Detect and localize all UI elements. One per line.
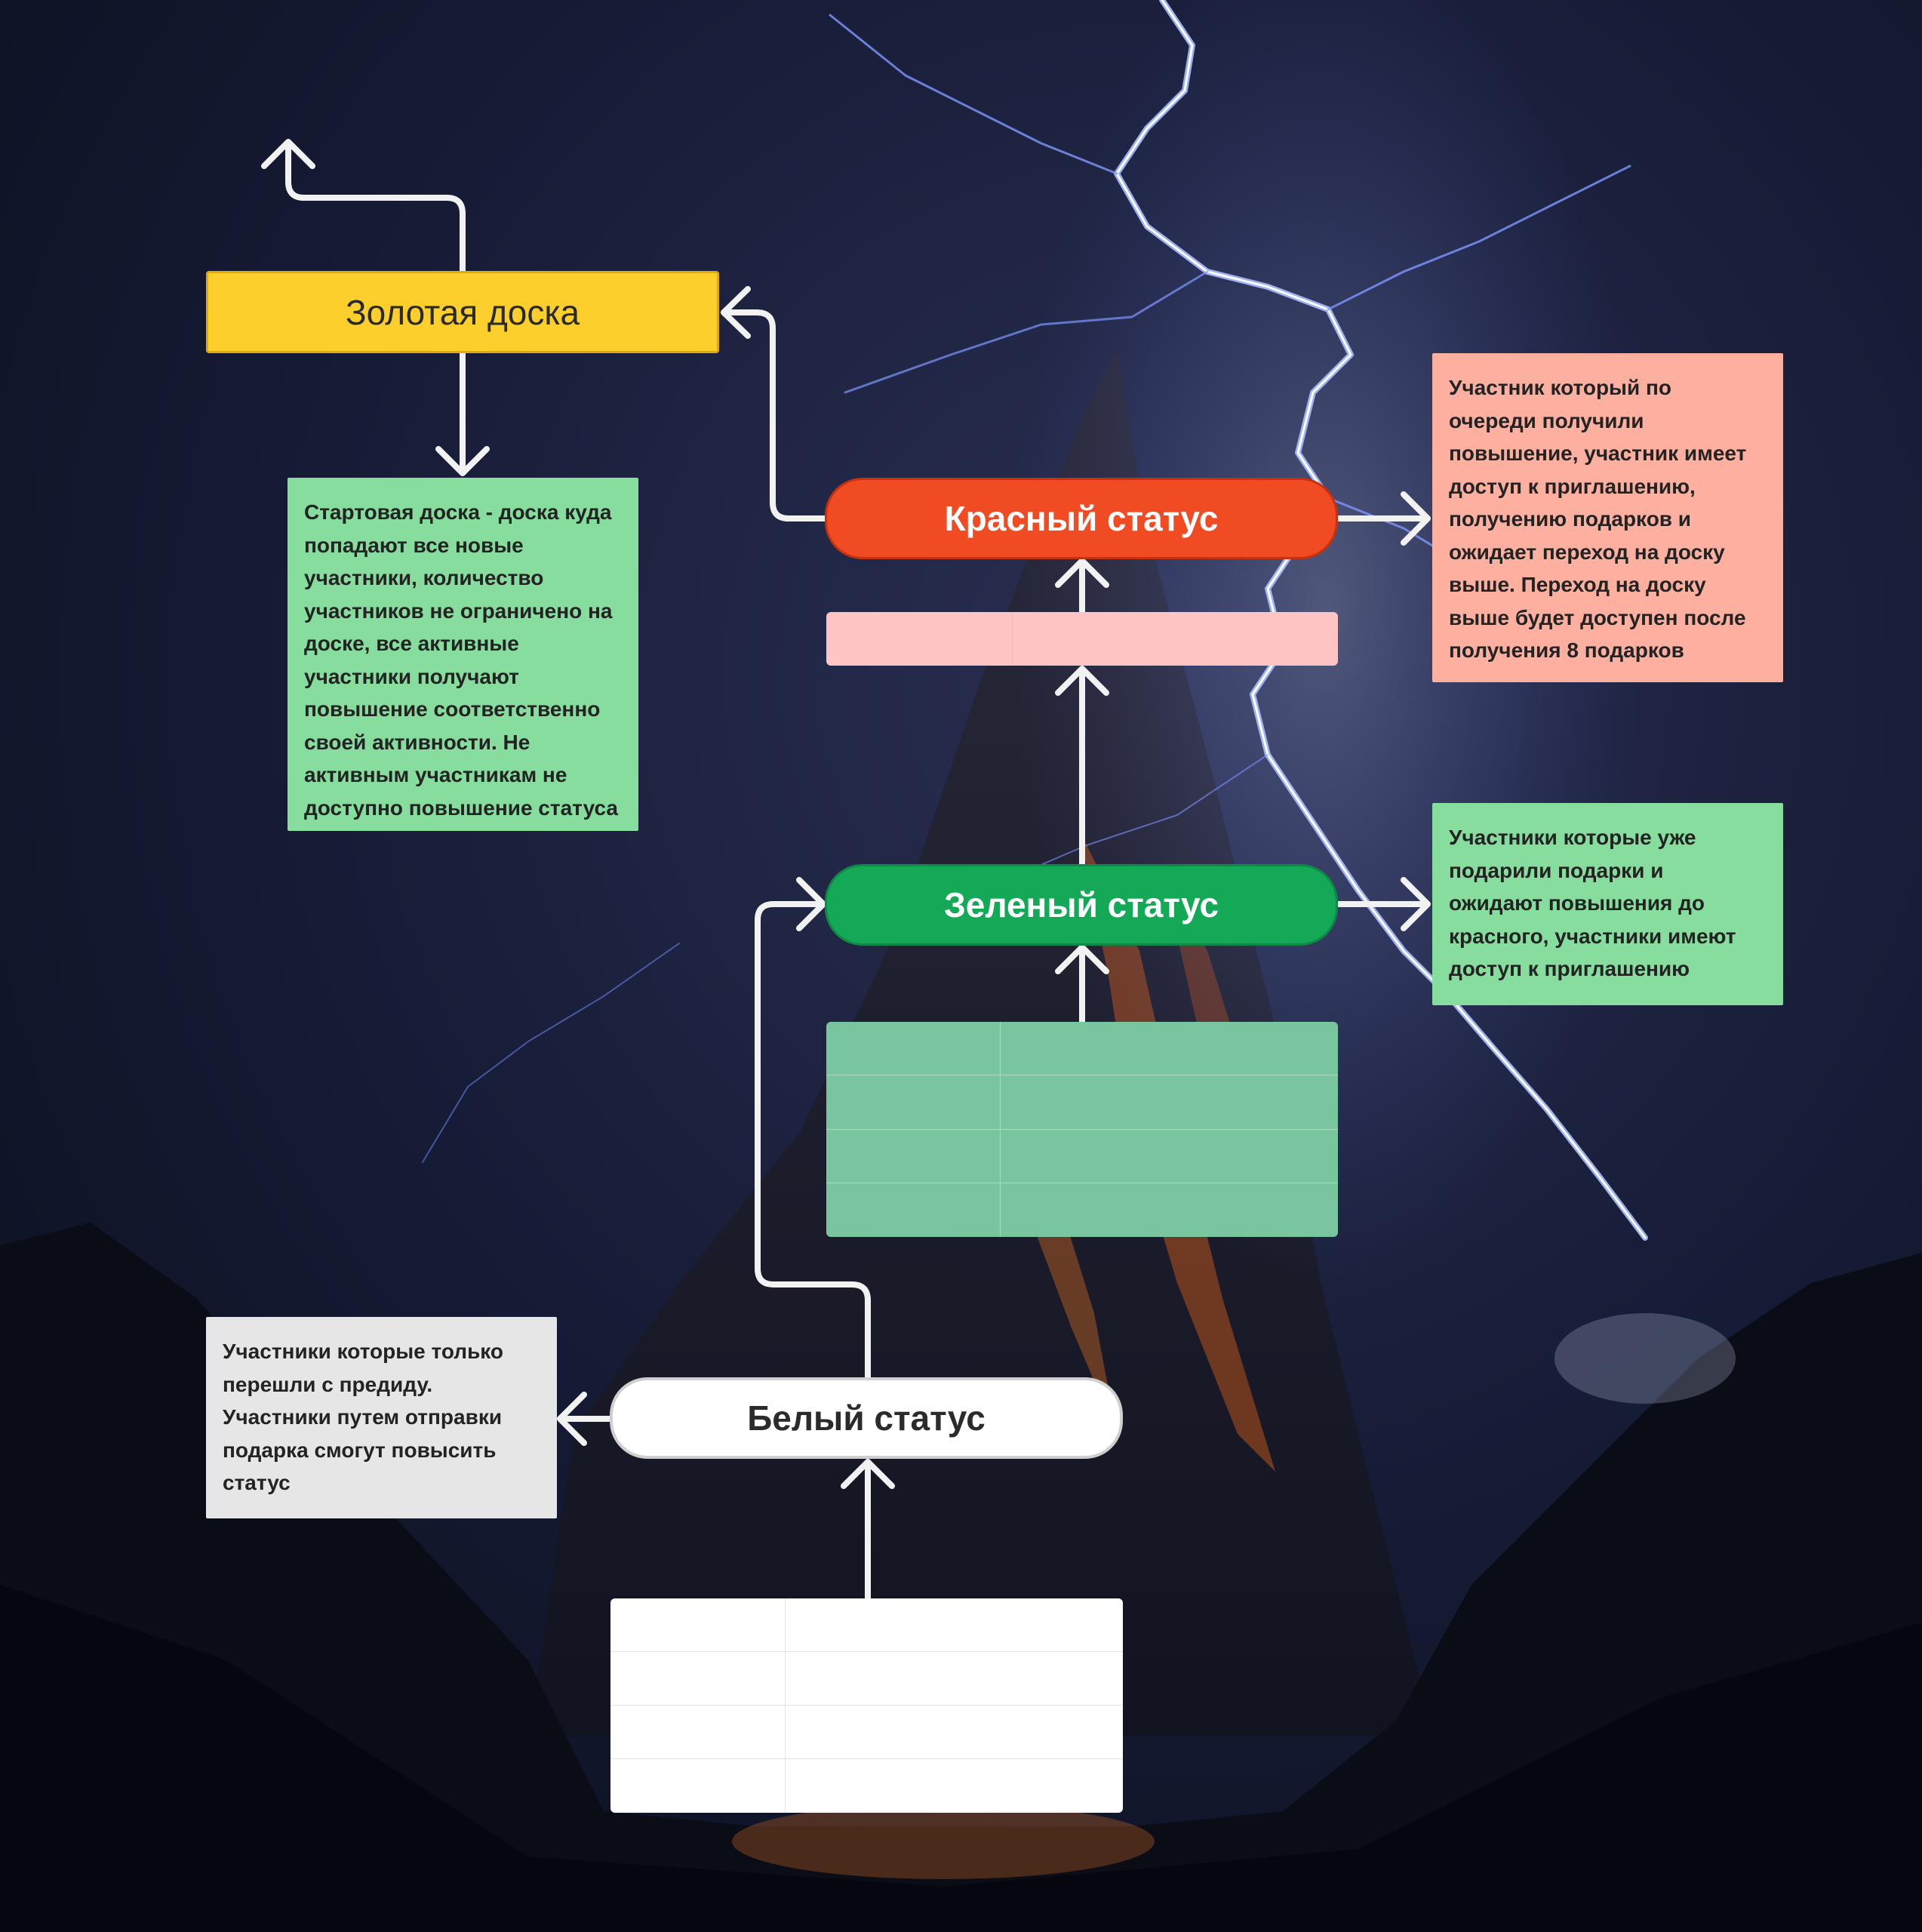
arrowhead-white-to-green [796, 877, 826, 931]
red-status[interactable]: Красный статус [825, 478, 1338, 559]
table-cell [610, 1759, 786, 1813]
lightning-branch [422, 943, 680, 1163]
arrowhead-greentable-to-green [1055, 944, 1109, 974]
red-status-label: Красный статус [944, 499, 1219, 538]
table-cell [1001, 1075, 1338, 1130]
foreground-hills [0, 1223, 1922, 1932]
arrowhead-gold-exit [261, 139, 315, 169]
red-status-table [826, 612, 1338, 666]
arrowhead-red-to-gold [721, 286, 751, 339]
table-cell [610, 1652, 786, 1706]
table-cell [1001, 1183, 1338, 1237]
horizon-light [1555, 1313, 1736, 1404]
table-cell [826, 1022, 1001, 1076]
white-status-label: Белый статус [747, 1398, 986, 1438]
arrow-white-to-green [755, 901, 871, 1380]
table-cell [786, 1759, 1123, 1813]
white-status-note: Участники которые только перешли с преди… [206, 1317, 557, 1518]
valley-glow [732, 1804, 1155, 1879]
table-cell [826, 1075, 1001, 1130]
green-status[interactable]: Зеленый статус [825, 864, 1338, 946]
arrowhead-redtable-to-red [1055, 558, 1109, 588]
table-cell [826, 1183, 1001, 1237]
start-board-note: Стартовая доска - доска куда попадают вс… [288, 478, 638, 831]
green-status-label: Зеленый статус [943, 885, 1219, 924]
arrowhead-gold-to-start [435, 446, 490, 476]
table-cell [610, 1706, 786, 1759]
table-cell [1001, 1022, 1338, 1076]
arrowhead-whitetable-to-white [841, 1459, 895, 1489]
arrowhead-green-to-redtable [1055, 666, 1109, 696]
green-status-table [826, 1022, 1338, 1237]
table-cell [1013, 612, 1338, 666]
table-cell [786, 1706, 1123, 1759]
green-status-note: Участники которые уже подарили подарки и… [1432, 803, 1783, 1005]
gold-board-label: Золотая доска [345, 292, 580, 332]
table-cell [786, 1598, 1123, 1652]
white-status-table [610, 1598, 1123, 1813]
table-cell [610, 1598, 786, 1652]
table-cell [826, 1129, 1001, 1183]
arrowhead-white-to-note [557, 1392, 587, 1446]
lightning-branch [1327, 165, 1631, 311]
arrow-red-to-gold [724, 309, 828, 521]
table-cell [786, 1652, 1123, 1706]
table-cell [1001, 1130, 1338, 1183]
red-status-note: Участник который по очереди получили пов… [1432, 353, 1783, 682]
arrow-gold-exit [285, 140, 466, 274]
gold-board[interactable]: Золотая доска [206, 271, 719, 353]
lightning-branch [829, 14, 1118, 175]
table-cell [826, 612, 1013, 666]
lightning-branch [844, 270, 1209, 394]
white-status[interactable]: Белый статус [610, 1377, 1123, 1459]
arrowhead-green-to-note [1401, 877, 1431, 931]
arrowhead-red-to-note [1401, 491, 1431, 546]
